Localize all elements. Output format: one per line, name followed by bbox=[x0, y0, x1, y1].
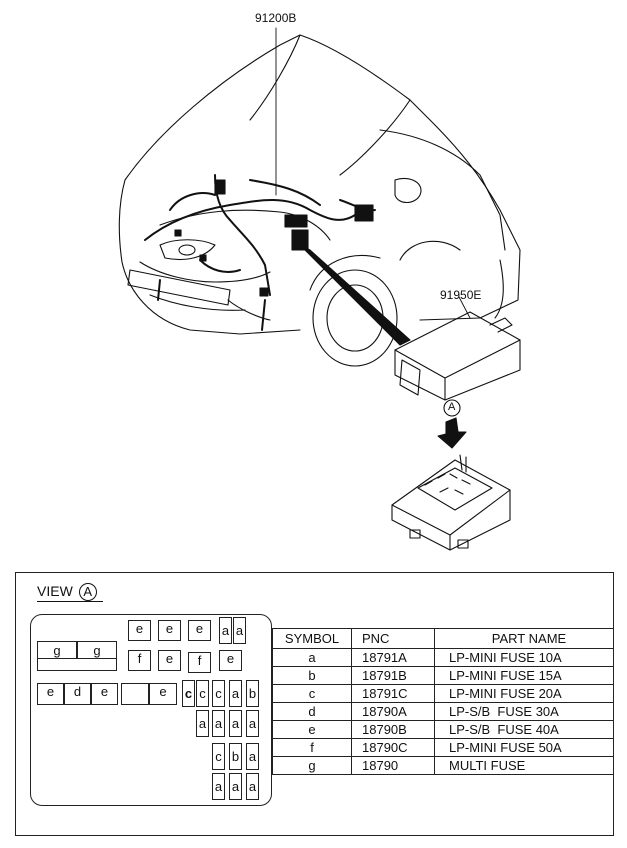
column-header-part-name: PART NAME bbox=[434, 628, 614, 649]
symbol-cell: d bbox=[272, 702, 352, 721]
part-name-cell: MULTI FUSE bbox=[434, 756, 614, 775]
fuse-slot: a bbox=[229, 680, 242, 707]
fuse-slot: e bbox=[158, 620, 181, 641]
column-header-symbol: SYMBOL bbox=[272, 628, 352, 649]
fuse-slot: d bbox=[64, 683, 91, 705]
symbol-cell: a bbox=[272, 648, 352, 667]
fuse-slot: e bbox=[149, 683, 177, 705]
fuse-slot: e bbox=[158, 650, 181, 671]
fuse-slot: c bbox=[182, 680, 195, 707]
fuse-slot: a bbox=[229, 773, 242, 800]
fuse-slot: c bbox=[196, 680, 209, 707]
junction-box-base bbox=[391, 454, 511, 551]
view-label: VIEW bbox=[37, 583, 73, 599]
part-name-cell: LP-MINI FUSE 20A bbox=[434, 684, 614, 703]
fuse-slot: a bbox=[212, 773, 225, 800]
part-name-cell: LP-S/B FUSE 40A bbox=[434, 720, 614, 739]
pnc-cell: 18790C bbox=[351, 738, 435, 757]
fuse-slot: c bbox=[212, 680, 225, 707]
fuse-slot: a bbox=[196, 710, 209, 737]
view-title-underline bbox=[37, 601, 103, 602]
harness-connectors bbox=[174, 179, 374, 297]
symbol-cell: e bbox=[272, 720, 352, 739]
fuse-slot: a bbox=[229, 710, 242, 737]
view-panel bbox=[15, 572, 614, 836]
table-row: d 18790A LP-S/B FUSE 30A bbox=[272, 702, 614, 721]
fuse-slot: a bbox=[246, 743, 259, 770]
box-pointer bbox=[299, 244, 411, 346]
pnc-cell: 18791C bbox=[351, 684, 435, 703]
view-marker-icon: A bbox=[78, 583, 97, 601]
view-title: VIEW A bbox=[37, 583, 97, 601]
table-row: e 18790B LP-S/B FUSE 40A bbox=[272, 720, 614, 739]
pnc-cell: 18790A bbox=[351, 702, 435, 721]
table-row: c 18791C LP-MINI FUSE 20A bbox=[272, 684, 614, 703]
fuse-slot: b bbox=[229, 743, 242, 770]
symbol-cell: g bbox=[272, 756, 352, 775]
part-name-cell: LP-MINI FUSE 10A bbox=[434, 648, 614, 667]
vehicle-illustration bbox=[118, 27, 521, 551]
table-header-row: SYMBOL PNC PART NAME bbox=[272, 628, 614, 649]
junction-box-cover bbox=[394, 296, 521, 401]
wiring-harness bbox=[144, 174, 376, 331]
part-name-cell: LP-MINI FUSE 15A bbox=[434, 666, 614, 685]
fuse-slot: a bbox=[219, 617, 232, 644]
car-body bbox=[118, 34, 521, 335]
harness-callout: 91200B bbox=[255, 11, 297, 25]
part-name-cell: LP-MINI FUSE 50A bbox=[434, 738, 614, 757]
table-row: f 18790C LP-MINI FUSE 50A bbox=[272, 738, 614, 757]
fuse-slot: e bbox=[188, 620, 211, 641]
multi-fuse-slot: g bbox=[77, 641, 117, 659]
view-marker-circle bbox=[443, 399, 461, 417]
symbol-cell: c bbox=[272, 684, 352, 703]
fuse-slot: e bbox=[128, 620, 151, 641]
front-wheel bbox=[309, 255, 398, 367]
down-arrow-icon bbox=[437, 417, 467, 449]
fuse-slot: f bbox=[128, 650, 151, 671]
column-header-pnc: PNC bbox=[351, 628, 435, 649]
parts-table: SYMBOL PNC PART NAME a 18791A LP-MINI FU… bbox=[272, 628, 614, 775]
table-row: g 18790 MULTI FUSE bbox=[272, 756, 614, 775]
pnc-cell: 18790 bbox=[351, 756, 435, 775]
fuse-slot: a bbox=[246, 710, 259, 737]
part-name-cell: LP-S/B FUSE 30A bbox=[434, 702, 614, 721]
fuse-slot: e bbox=[91, 683, 118, 705]
multi-fuse-slot: g bbox=[37, 641, 77, 659]
symbol-cell: b bbox=[272, 666, 352, 685]
pnc-cell: 18790B bbox=[351, 720, 435, 739]
table-row: b 18791B LP-MINI FUSE 15A bbox=[272, 666, 614, 685]
fuse-slot: b bbox=[246, 680, 259, 707]
fuse-slot: a bbox=[233, 617, 246, 644]
table-row: a 18791A LP-MINI FUSE 10A bbox=[272, 648, 614, 667]
fuse-slot: e bbox=[37, 683, 64, 705]
pnc-cell: 18791A bbox=[351, 648, 435, 667]
fuse-slot: f bbox=[188, 652, 211, 673]
fuse-slot: a bbox=[212, 710, 225, 737]
pnc-cell: 18791B bbox=[351, 666, 435, 685]
view-marker-letter: A bbox=[448, 401, 456, 413]
junction-box-callout: 91950E bbox=[440, 288, 482, 302]
fuse-slot: a bbox=[246, 773, 259, 800]
front-grille bbox=[127, 239, 271, 321]
fuse-slot bbox=[121, 683, 149, 705]
symbol-cell: f bbox=[272, 738, 352, 757]
fuse-box-layout bbox=[30, 614, 272, 806]
fuse-slot: e bbox=[219, 650, 242, 671]
fuse-slot: c bbox=[212, 743, 225, 770]
